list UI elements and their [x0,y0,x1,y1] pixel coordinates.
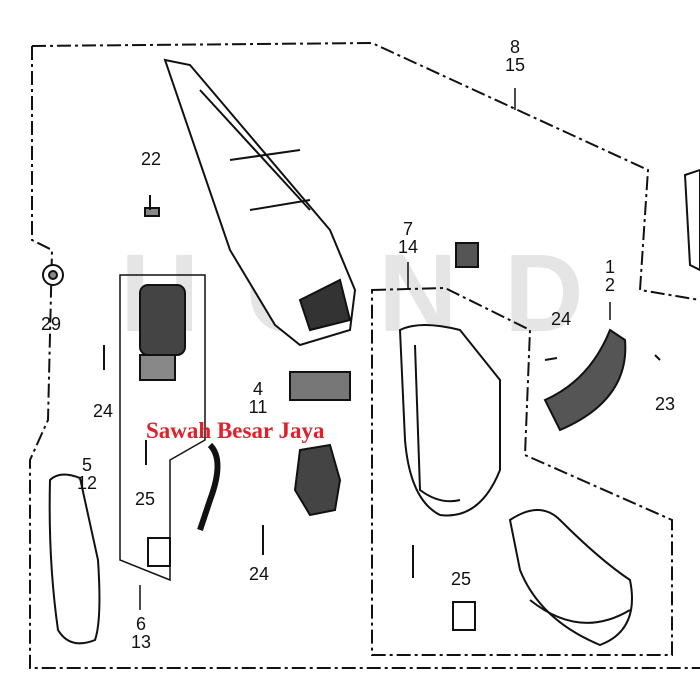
callout-25: 25 [450,569,472,589]
callout-29: 29 [40,314,62,334]
callout-22: 22 [140,149,162,169]
callout-25: 25 [134,489,156,509]
motor-units [139,284,351,517]
callout-24: 24 [92,401,114,421]
turn-signal-lamp [543,328,627,432]
small-parts [42,168,700,631]
assembly-boundary [29,41,700,669]
mirror-housing-cover [163,58,357,347]
callout-24: 24 [550,309,572,329]
seller-watermark: Sawah Besar Jaya [146,418,325,443]
sub-assembly-boundary-7 [371,286,673,656]
callout-24: 24 [248,564,270,584]
skull-cap [508,509,633,647]
callout-23: 23 [654,394,676,414]
mirror-base [398,324,501,517]
mirror-glass [48,473,101,645]
